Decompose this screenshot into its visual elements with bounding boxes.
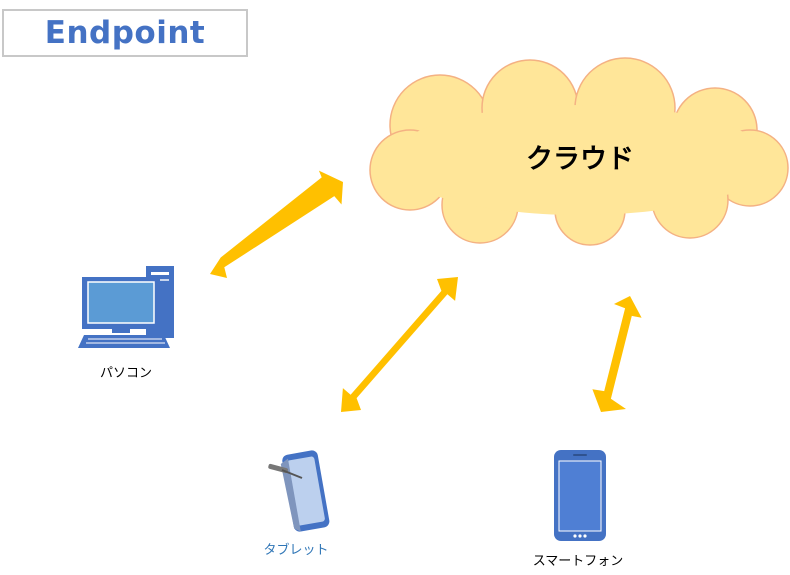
- pc-label: パソコン: [99, 366, 153, 381]
- desktop-computer-icon: [78, 266, 174, 348]
- smartphone-label: スマートフォン: [532, 554, 624, 569]
- cloud-label: クラウド: [526, 144, 634, 175]
- tablet-icon: [268, 450, 330, 532]
- title-box: Endpoint: [2, 9, 248, 57]
- smartphone-icon: [554, 450, 606, 541]
- arrow-cloud-pc: [210, 170, 343, 278]
- arrow-cloud-smartphone: [592, 296, 642, 412]
- arrow-cloud-tablet: [341, 277, 458, 412]
- diagram-title: Endpoint: [44, 15, 206, 51]
- cloud-shape: [369, 57, 789, 246]
- tablet-label: タブレット: [263, 543, 329, 558]
